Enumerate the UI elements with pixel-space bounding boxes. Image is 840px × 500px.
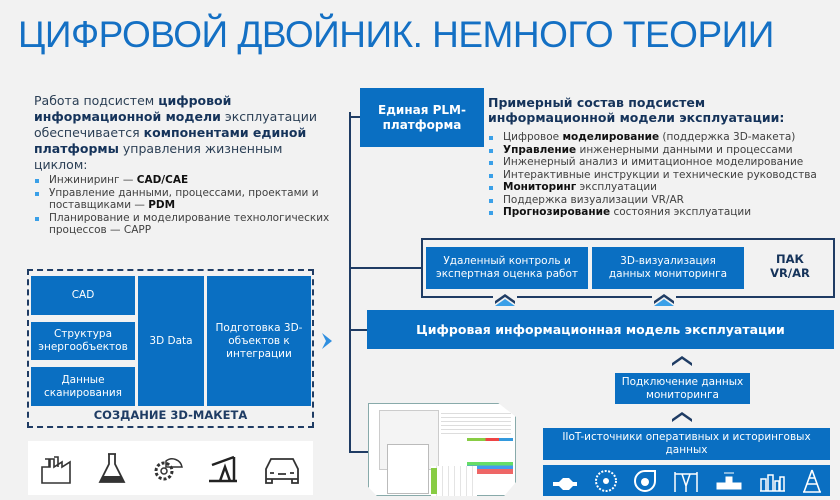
industry-icons	[28, 441, 313, 495]
scan-box: Данные сканирования	[31, 367, 135, 406]
left-bullet-list: Инжиниринг — CAD/CAE Управление данными,…	[34, 174, 334, 237]
intro-part: управления жизненным циклом:	[34, 141, 283, 172]
connector-line	[349, 267, 421, 269]
oil-pump-icon	[209, 455, 238, 483]
visualization-box: 3D-визуализация данных мониторинга	[592, 247, 744, 289]
power-line-icon	[673, 471, 698, 492]
list-item: Поддержка визуализации VR/AR	[488, 194, 817, 207]
pump-icon	[633, 469, 656, 492]
list-item: Интерактивные инструкции и технические р…	[488, 169, 817, 182]
car-icon	[265, 458, 299, 484]
list-item: Цифровое моделирование (поддержка 3D-мак…	[488, 131, 817, 144]
chevron-up-icon	[652, 293, 676, 307]
tanks-icon	[759, 473, 785, 492]
connector-line	[349, 329, 367, 331]
connector-line	[349, 116, 361, 118]
page-title: ЦИФРОВОЙ ДВОЙНИК. НЕМНОГО ТЕОРИИ	[18, 14, 774, 55]
chevron-up-icon	[493, 293, 517, 307]
intro-part: эксплуатации обеспечивается	[34, 109, 318, 140]
equipment-icons-bar	[543, 465, 830, 496]
intro-bold: цифровой информационной модели	[34, 93, 232, 124]
cad-box: CAD	[31, 276, 135, 315]
list-item: Управление данными, процессами, проектам…	[34, 187, 334, 212]
plm-platform-box: Единая PLM-платформа	[360, 88, 484, 147]
model-3d-label: СОЗДАНИЕ 3D-МАКЕТА	[93, 408, 248, 422]
prep-box: Подготовка 3D-объектов к интеграции	[207, 276, 311, 406]
data-connection-box: Подключение данных мониторинга	[615, 373, 750, 404]
chevron-right-icon	[322, 333, 332, 349]
flask-icon	[98, 453, 126, 483]
pak-vr-ar-label: ПАК VR/AR	[770, 252, 810, 280]
vr-ar-frame	[421, 238, 835, 298]
gear-helmet-icon	[154, 458, 184, 481]
connector-line	[349, 112, 351, 453]
subsystems-heading: Примерный состав подсистем информационно…	[488, 95, 785, 125]
list-item: Управление инженерными данными и процесс…	[488, 144, 817, 157]
list-item: Прогнозирование состояния эксплуатации	[488, 206, 817, 219]
documents-screenshot	[368, 403, 516, 496]
intro-part: Работа подсистем	[34, 93, 159, 108]
list-item: Инжиниринг — CAD/CAE	[34, 174, 334, 187]
chevron-up-icon	[672, 412, 692, 422]
list-item: Мониторинг эксплуатации	[488, 181, 817, 194]
connector-line	[349, 451, 369, 453]
intro-text: Работа подсистем цифровой информационной…	[34, 93, 334, 173]
main-model-bar: Цифровая информационная модель эксплуата…	[367, 310, 834, 349]
turbine-icon	[594, 469, 617, 492]
factory-icon	[41, 456, 71, 484]
subsystems-list: Цифровое моделирование (поддержка 3D-мак…	[488, 131, 817, 219]
structure-box: Структура энергообъектов	[31, 322, 135, 360]
intro-bold: компонентами единой платформы	[34, 125, 307, 156]
list-item: Инженерный анализ и имитационное моделир…	[488, 156, 817, 169]
remote-control-box: Удаленный контроль и экспертная оценка р…	[426, 247, 588, 289]
tower-icon	[802, 469, 821, 493]
model-3d-frame	[27, 269, 314, 428]
valve-icon	[552, 473, 577, 490]
iiot-sources-box: IIoT-источники оперативных и историнговы…	[543, 428, 830, 460]
3d-data-box: 3D Data	[138, 276, 204, 406]
list-item: Планирование и моделирование технологиче…	[34, 212, 334, 237]
chevron-up-icon	[672, 356, 692, 366]
pipe-valve-icon	[716, 472, 741, 489]
